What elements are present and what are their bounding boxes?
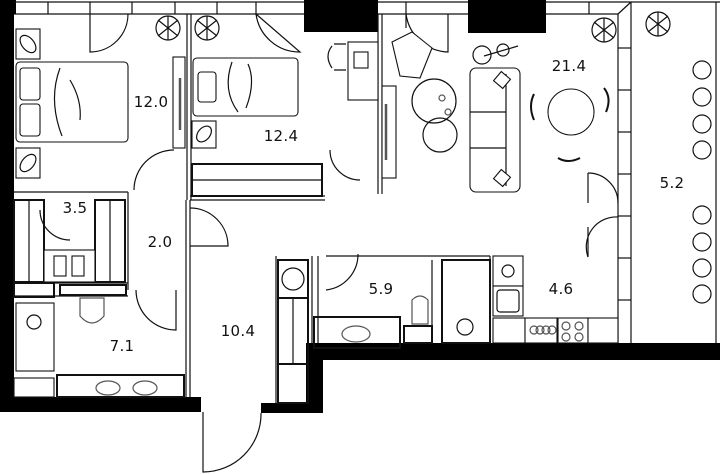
- bedroom-1-furniture: [15, 15, 181, 179]
- bedroom-2-furniture: [191, 15, 379, 197]
- bathroom-2-fixtures: [313, 259, 491, 349]
- bathroom-1-fixtures: [13, 282, 185, 398]
- hallway-storage: [277, 259, 309, 404]
- room-area-kitchen: 4.6: [548, 280, 574, 298]
- room-area-hallway: 10.4: [220, 322, 256, 340]
- interior-walls: [14, 14, 491, 403]
- room-area-living-room: 21.4: [551, 57, 587, 75]
- balcony-plants: [692, 60, 712, 304]
- doors: [39, 13, 449, 473]
- room-area-bathroom-2: 5.9: [368, 280, 394, 298]
- top-window-strip: [14, 1, 720, 28]
- room-area-bedroom-2: 12.4: [263, 127, 299, 145]
- balcony-walls: [585, 1, 717, 343]
- room-area-bathroom-1: 7.1: [109, 337, 135, 355]
- walls: [0, 0, 720, 413]
- room-area-balcony: 5.2: [659, 174, 685, 192]
- room-area-wardrobe: 3.5: [62, 199, 88, 217]
- room-area-small-hallway: 2.0: [147, 233, 173, 251]
- kitchen-fixtures: [492, 255, 619, 344]
- room-area-bedroom-1: 12.0: [133, 93, 169, 111]
- living-room-furniture: [391, 11, 671, 193]
